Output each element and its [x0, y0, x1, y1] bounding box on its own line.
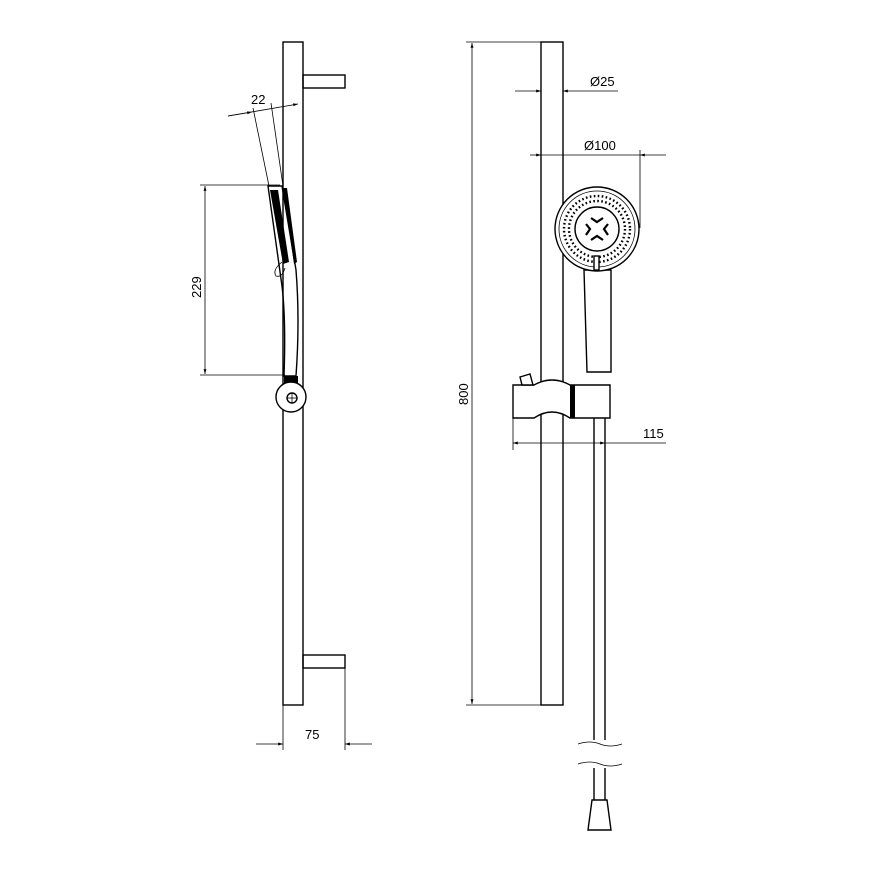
dim-22: 22: [227, 92, 299, 187]
dim-75-label: 75: [305, 727, 319, 742]
dim-229-label: 229: [189, 276, 204, 298]
handshower-front: [554, 186, 640, 373]
dim-o25: Ø25: [515, 74, 618, 93]
side-view: 22 229 75: [189, 41, 372, 750]
dim-115: 115: [512, 418, 666, 450]
dim-o25-label: Ø25: [590, 74, 615, 89]
front-rail: [540, 41, 564, 706]
dim-22-label: 22: [251, 92, 265, 107]
bottom-wall-bracket: [302, 654, 346, 669]
hose: [577, 418, 623, 831]
dim-o100-label: Ø100: [584, 138, 616, 153]
handshower-side: [267, 185, 299, 384]
slider-holder: [512, 373, 611, 419]
dim-75: 75: [256, 668, 372, 750]
hose-cone: [587, 799, 612, 831]
top-wall-bracket: [302, 74, 346, 89]
front-view: 800 Ø25 Ø100 115: [456, 41, 666, 831]
dim-115-label: 115: [643, 426, 664, 441]
dim-800-label: 800: [456, 383, 471, 405]
dim-800: 800: [456, 41, 541, 706]
dim-229: 229: [189, 184, 285, 376]
dim-o100: Ø100: [530, 138, 666, 228]
side-rail: [282, 41, 304, 706]
holder-side: [275, 381, 307, 413]
